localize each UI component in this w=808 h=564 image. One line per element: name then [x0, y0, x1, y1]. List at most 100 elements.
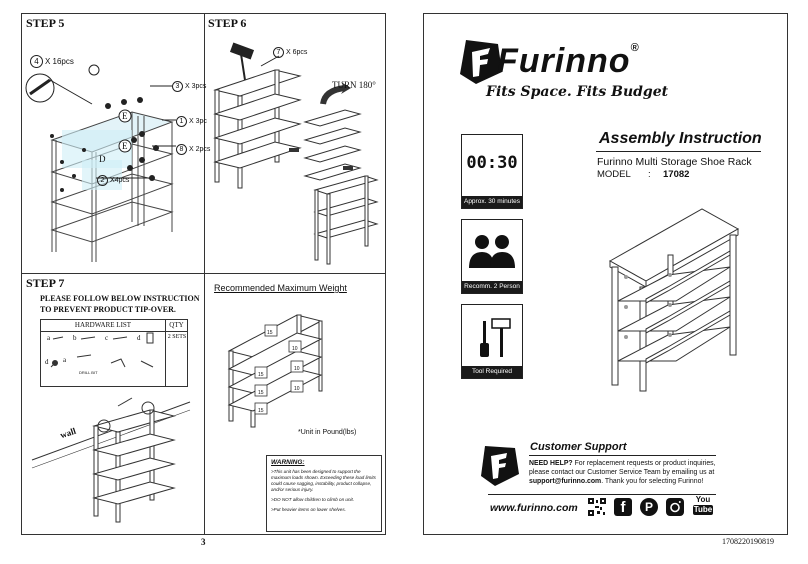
left-page: [21, 13, 386, 535]
step5-callout-4: 4 X 16pcs: [30, 55, 74, 68]
left-horizontal-divider: [21, 273, 386, 274]
support-email[interactable]: support@furinno.com: [529, 478, 602, 485]
tile-tools: Tool Required: [461, 304, 523, 379]
load-lower-left: 15: [258, 390, 264, 396]
drill-bit-label: DRILL BIT: [79, 370, 98, 375]
step5-callout-2: 2 X4pcs: [97, 175, 129, 186]
registered-mark: ®: [630, 42, 640, 54]
document-code: 1708220190819: [722, 537, 774, 546]
qty-value: 2 SETS: [167, 334, 187, 340]
load-lower-right: 10: [294, 386, 300, 392]
tools-icon: [480, 318, 511, 357]
instruction-line-1: PLEASE FOLLOW BELOW INSTRUCTION: [40, 294, 200, 303]
model-label: MODEL: [597, 169, 631, 180]
callout-number-8: 8: [176, 144, 187, 155]
support-line-1: For replacement requests or product inqu…: [572, 460, 716, 467]
step6-callout-7: 7 X 6pcs: [273, 47, 307, 58]
callout-qty-3: X 3pcs: [184, 83, 207, 90]
load-mid-left: 15: [258, 372, 264, 378]
warning-3: >Put heavier items on lower shelves.: [271, 507, 346, 512]
step5-title: STEP 5: [26, 16, 65, 30]
timer-icon: 00:30: [466, 153, 518, 173]
left-vertical-divider: [204, 13, 205, 535]
step5-label-d: D: [99, 154, 106, 164]
hardware-table: HARDWARE LIST QTY 2 SETS a b c d d a DRI…: [40, 319, 188, 387]
instagram-icon[interactable]: [666, 498, 684, 516]
part-d: d: [137, 334, 141, 342]
callout-qty-2: X4pcs: [109, 177, 130, 184]
load-top: 15: [267, 330, 273, 336]
load-bottom: 15: [258, 408, 264, 414]
doc-title: Assembly Instruction: [599, 130, 762, 147]
slogan: Fits Space. Fits Budget: [486, 84, 669, 100]
step5-callout-3: 3 X 3pcs: [172, 81, 206, 92]
step5-callout-8: 8 X 2pcs: [176, 144, 210, 155]
step5-callout-1: 1 X 3pc: [176, 116, 207, 127]
shoe-rack-illustration: [608, 208, 740, 392]
support-text: NEED HELP? For replacement requests or p…: [529, 459, 751, 486]
hardware-header: HARDWARE LIST: [41, 320, 166, 332]
callout-qty-1: X 3pc: [188, 118, 207, 125]
furinno-logo-icon: [460, 40, 502, 84]
weight-illustration: [227, 314, 323, 428]
callout-number-2: 2: [97, 175, 108, 186]
tile-time: 00:30 Approx. 30 minutes: [461, 134, 523, 209]
facebook-icon[interactable]: f: [614, 498, 632, 516]
youtube-icon[interactable]: You Tube: [693, 496, 713, 515]
youtube-top-text: You: [695, 495, 711, 504]
right-page: [423, 13, 788, 535]
part-d-callout: d: [45, 358, 49, 366]
warning-2: >DO NOT allow children to climb on unit.: [271, 497, 355, 502]
two-people-icon: [469, 235, 515, 268]
step5-label-e1: E: [122, 111, 128, 121]
youtube-bottom-text: Tube: [693, 505, 713, 515]
website-link[interactable]: www.furinno.com: [490, 502, 578, 514]
part-a: a: [47, 334, 51, 342]
load-upper-right: 10: [292, 346, 298, 352]
step6-illustration: [213, 42, 379, 265]
model-row: MODEL : 17082: [597, 169, 747, 180]
qr-code-icon[interactable]: [588, 498, 606, 516]
warning-1: >This unit has been designed to support …: [271, 469, 376, 492]
model-sep: :: [648, 169, 651, 180]
load-mid-right: 10: [294, 366, 300, 372]
support-logo-icon: [481, 446, 519, 486]
step7-title: STEP 7: [26, 276, 65, 290]
table-divider: [165, 331, 166, 387]
part-a-callout: a: [63, 356, 67, 364]
instruction-line-2: TO PREVENT PRODUCT TIP-OVER.: [40, 305, 176, 314]
product-name: Furinno Multi Storage Shoe Rack: [597, 156, 752, 168]
support-line-2: please contact our Customer Service Team…: [529, 469, 715, 476]
pinterest-icon[interactable]: P: [640, 498, 658, 516]
page-number: 3: [201, 537, 206, 547]
callout-qty-8: X 2pcs: [188, 146, 211, 153]
step7-wall-illustration: [31, 397, 191, 523]
callout-number-7: 7: [273, 47, 284, 58]
brand-name: Furinno®: [497, 42, 640, 81]
support-lead: NEED HELP?: [529, 460, 573, 467]
tile-people: Recomm. 2 Person: [461, 219, 523, 294]
tile-people-label: Recomm. 2 Person: [462, 281, 522, 293]
title-underline: [596, 151, 761, 152]
support-line-3: . Thank you for selecting Furinno!: [601, 478, 704, 485]
footer-divider: [488, 494, 716, 495]
step5-label-e2: E: [122, 141, 128, 151]
callout-number-1: 1: [176, 116, 187, 127]
weight-title: Recommended Maximum Weight: [214, 283, 347, 293]
part-c: c: [105, 334, 109, 342]
part-b: b: [73, 334, 77, 342]
step7-instruction: PLEASE FOLLOW BELOW INSTRUCTION TO PREVE…: [40, 293, 200, 315]
warning-title: WARNING:: [271, 459, 305, 466]
hardware-parts-drawing: [50, 332, 154, 368]
support-underline: [529, 455, 716, 456]
unit-note: *Unit in Pound(lbs): [298, 429, 357, 436]
step6-turn-label: TURN 180°: [332, 80, 376, 90]
callout-number-3: 3: [172, 81, 183, 92]
model-number: 17082: [663, 169, 690, 180]
callout-number-4: 4: [30, 55, 43, 68]
callout-qty-4: X 16pcs: [44, 57, 74, 66]
step6-title: STEP 6: [208, 16, 247, 30]
qty-header: QTY: [165, 320, 188, 332]
support-title: Customer Support: [530, 441, 627, 453]
warning-box: WARNING: >This unit has been designed to…: [266, 455, 382, 532]
